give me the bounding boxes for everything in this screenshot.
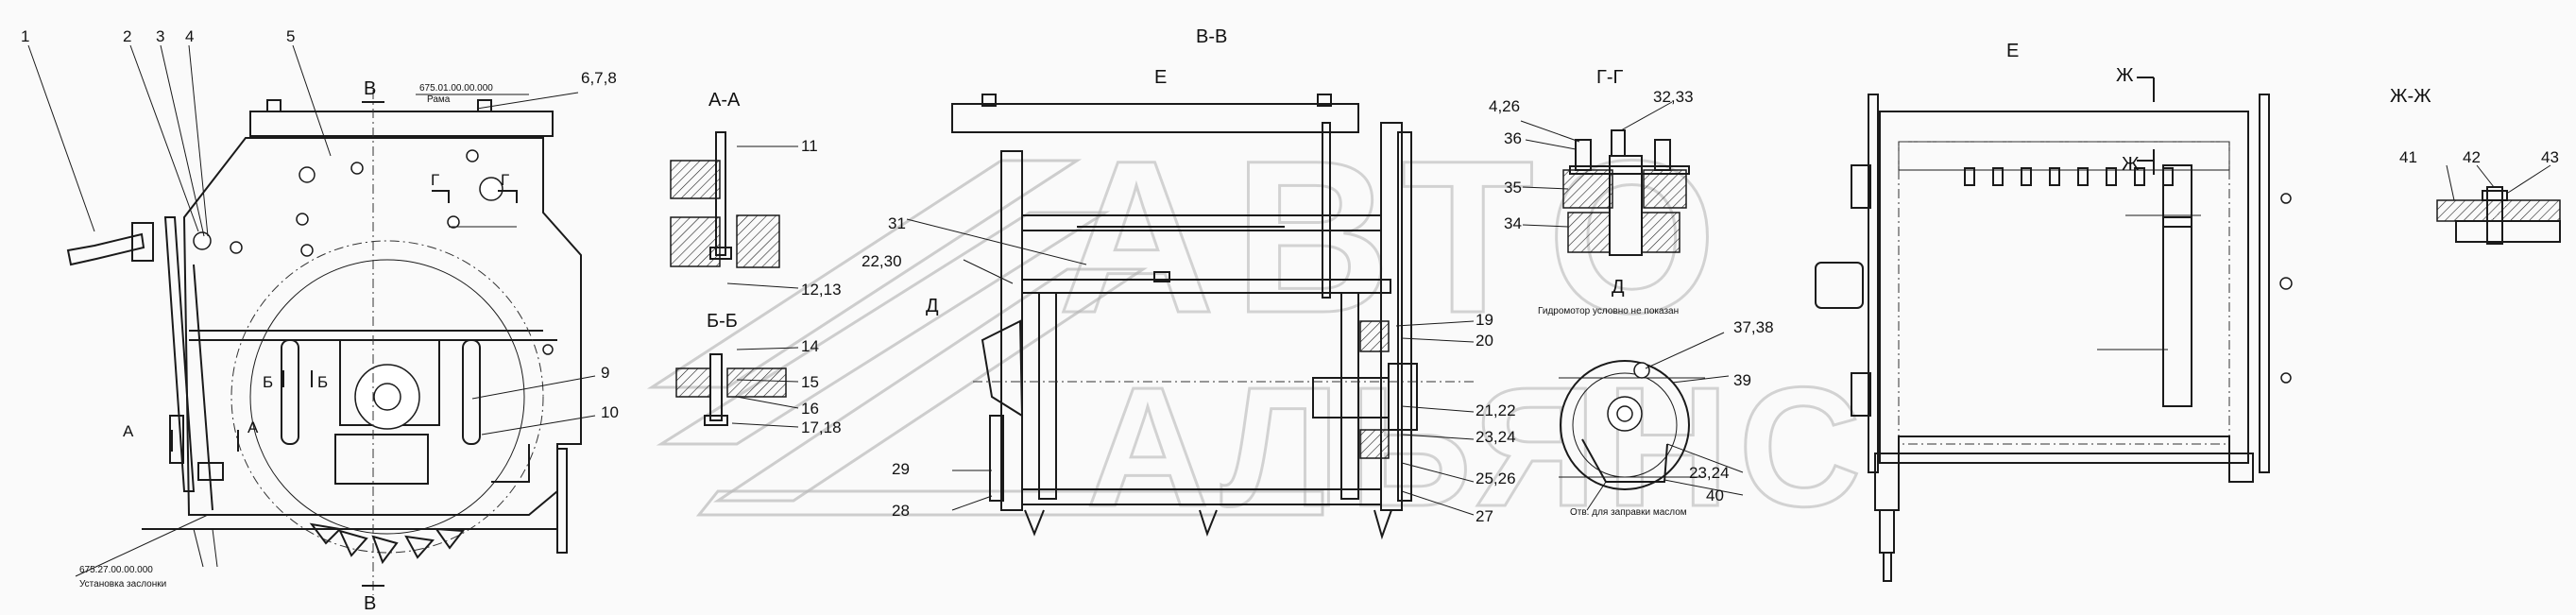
callout-27: 27 xyxy=(1476,507,1493,525)
cut-marker-zh-bottom: Ж xyxy=(2122,154,2140,175)
callout-31: 31 xyxy=(888,214,906,232)
callout-22-30: 22,30 xyxy=(862,252,902,270)
watermark-text-line2: АЛЬЯНС xyxy=(1086,352,1870,542)
callout-42: 42 xyxy=(2463,148,2481,166)
frame-name-note: Рама xyxy=(427,94,451,105)
callout-14: 14 xyxy=(801,337,819,355)
callout-10: 10 xyxy=(601,403,619,421)
callout-15: 15 xyxy=(801,373,819,391)
callout-4: 4 xyxy=(185,27,194,45)
section-title-vv: В-В xyxy=(1196,26,1227,47)
section-title-bb: Б-Б xyxy=(707,311,738,332)
section-vv xyxy=(906,94,1475,540)
view-title-e: Е xyxy=(2006,41,2019,61)
cut-marker-a-left: А xyxy=(123,422,134,440)
view-e xyxy=(1815,77,2293,582)
view-e-bolt-row xyxy=(1964,167,2174,186)
callout-16: 16 xyxy=(801,400,819,418)
callout-20: 20 xyxy=(1476,332,1493,350)
section-aa-bb xyxy=(670,131,799,428)
view-title-d: Д xyxy=(1612,277,1625,298)
section-title-zhzh: Ж-Ж xyxy=(2390,86,2431,107)
cut-marker-g-right: Г xyxy=(501,171,509,189)
oil-fill-note: Отв. для заправки маслом xyxy=(1570,507,1687,518)
callout-6-7-8: 6,7,8 xyxy=(581,69,617,87)
cut-marker-b-left: Б xyxy=(263,373,273,391)
callout-41: 41 xyxy=(2399,148,2417,166)
side-view xyxy=(27,44,596,595)
callout-9: 9 xyxy=(601,364,609,382)
callout-23-24-d: 23,24 xyxy=(1689,464,1730,482)
callout-37-38: 37,38 xyxy=(1733,318,1774,336)
callout-40: 40 xyxy=(1706,487,1724,504)
hydromotor-note: Гидромотор условно не показан xyxy=(1538,306,1679,316)
section-title-aa: А-А xyxy=(708,90,741,111)
callout-35: 35 xyxy=(1504,179,1522,196)
damper-code-note: 675.27.00.00.000 xyxy=(79,565,153,575)
callout-34: 34 xyxy=(1504,214,1522,232)
callout-11: 11 xyxy=(801,137,818,155)
cut-marker-zh-top: Ж xyxy=(2116,65,2134,86)
section-zhzh xyxy=(2436,164,2561,245)
callout-43: 43 xyxy=(2541,148,2559,166)
callout-2: 2 xyxy=(123,27,131,45)
cut-marker-b-right: Б xyxy=(317,373,328,391)
callout-3: 3 xyxy=(156,27,164,45)
callout-19: 19 xyxy=(1476,311,1493,329)
callout-25-26: 25,26 xyxy=(1476,470,1516,487)
callout-21-22: 21,22 xyxy=(1476,401,1516,419)
callout-39: 39 xyxy=(1733,371,1751,389)
callout-12-13: 12,13 xyxy=(801,281,842,299)
cut-marker-g-left: Г xyxy=(431,171,439,189)
watermark-text-line1: АВТО xyxy=(1058,115,1735,358)
section-gg-view-d xyxy=(1520,101,1744,511)
callout-5: 5 xyxy=(286,27,295,45)
section-title-gg: Г-Г xyxy=(1596,67,1623,88)
callout-17-18: 17,18 xyxy=(801,419,842,436)
frame-code-note: 675.01.00.00.000 xyxy=(419,83,493,94)
callout-4-26: 4,26 xyxy=(1489,97,1520,115)
callout-1: 1 xyxy=(21,27,29,45)
callout-28: 28 xyxy=(892,502,910,520)
callout-29: 29 xyxy=(892,460,910,478)
damper-name-note: Установка заслонки xyxy=(79,579,166,589)
cut-marker-a-right: А xyxy=(247,419,259,436)
callout-32-33: 32,33 xyxy=(1653,88,1694,106)
cut-marker-v-bottom: В xyxy=(364,593,376,614)
view-e-mark: Е xyxy=(1154,67,1167,88)
cut-marker-v-top: В xyxy=(364,78,376,99)
callout-23-24-vv: 23,24 xyxy=(1476,428,1516,446)
view-d-arrow: Д xyxy=(926,296,939,316)
watermark: АВТО АЛЬЯНС xyxy=(646,114,1870,544)
callout-36: 36 xyxy=(1504,129,1522,147)
